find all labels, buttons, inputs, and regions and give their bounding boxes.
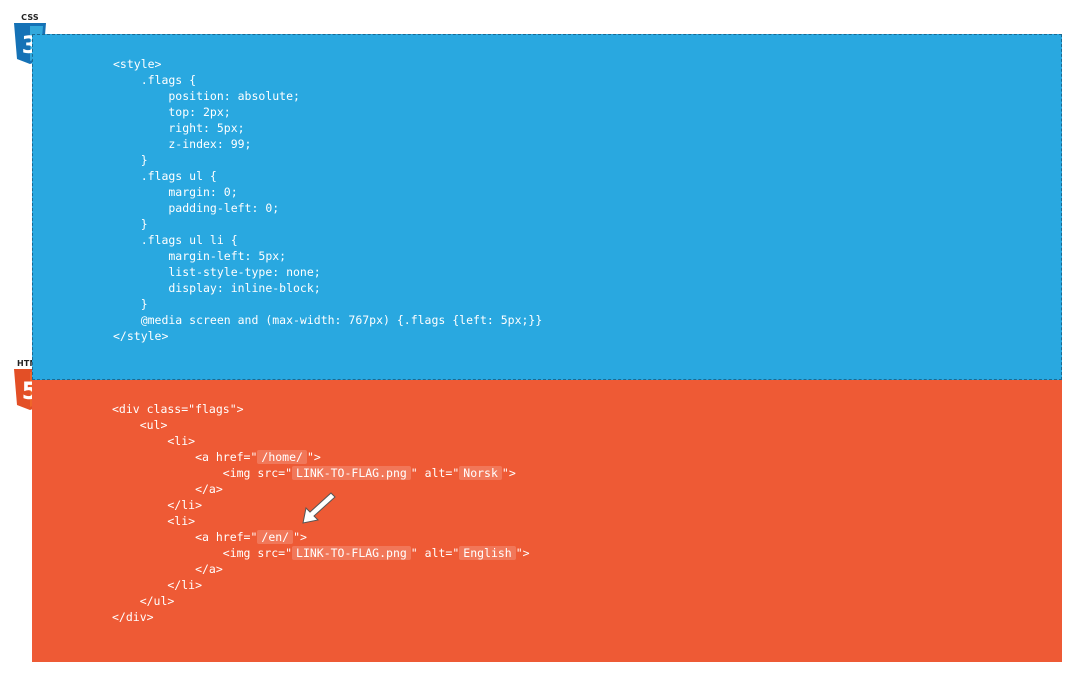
css-code-panel: <style> .flags { position: absolute; top… [32,34,1062,380]
code-line: position: absolute; [113,89,300,103]
code-line: <img src="LINK-TO-FLAG.png" alt="Norsk"> [112,466,516,480]
pointer-arrow-icon [302,492,336,524]
code-line: <a href="/home/"> [112,450,321,464]
code-line: right: 5px; [113,121,245,135]
code-line: <div class="flags"> [112,402,244,416]
code-line: z-index: 99; [113,137,252,151]
html-code-block: <div class="flags"> <ul> <li> <a href="/… [112,401,530,625]
code-line: margin: 0; [113,185,238,199]
code-line: <style> [113,57,162,71]
code-line: top: 2px; [113,105,231,119]
code-line: list-style-type: none; [113,265,321,279]
code-line: </style> [113,329,169,343]
code-line: .flags { [113,73,197,87]
code-line: } [113,153,148,167]
code-line: margin-left: 5px; [113,249,287,263]
alt-highlight-english: English [459,546,516,560]
code-line: } [113,297,148,311]
code-token: "> [306,450,321,464]
html-badge-label: HTML [16,359,43,368]
code-token: "> [293,530,307,544]
code-line: </a> [112,482,223,496]
src-highlight: LINK-TO-FLAG.png [292,466,411,480]
code-token: "> [515,546,530,560]
code-line: display: inline-block; [113,281,321,295]
code-line: </ul> [112,594,175,608]
code-line: <img src="LINK-TO-FLAG.png" alt="English… [112,546,530,560]
code-line: </a> [112,562,223,576]
code-line: @media screen and (max-width: 767px) {.f… [113,313,543,327]
code-token: <img src=" [112,466,293,480]
css-code-block: <style> .flags { position: absolute; top… [113,56,542,344]
code-token: "> [501,466,516,480]
code-line: </div> [112,610,154,624]
code-line: padding-left: 0; [113,201,280,215]
code-line: <li> [112,514,196,528]
code-token: " alt=" [410,546,460,560]
code-token: <a href=" [112,530,258,544]
code-line: </li> [112,498,203,512]
code-line: <ul> [112,418,168,432]
code-line: } [113,217,148,231]
alt-highlight-norsk: Norsk [459,466,502,480]
code-token: <img src=" [112,546,293,560]
href-highlight-en: /en/ [257,530,294,544]
code-token: " alt=" [410,466,460,480]
code-token: <a href=" [112,450,258,464]
code-line: <li> [112,434,196,448]
css-badge-label: CSS [21,13,39,22]
code-line: .flags ul { [113,169,217,183]
code-line: </li> [112,578,203,592]
code-line: .flags ul li { [113,233,238,247]
code-line: <a href="/en/"> [112,530,307,544]
src-highlight: LINK-TO-FLAG.png [292,546,411,560]
html-code-panel: <div class="flags"> <ul> <li> <a href="/… [32,380,1062,662]
href-highlight-home: /home/ [257,450,307,464]
